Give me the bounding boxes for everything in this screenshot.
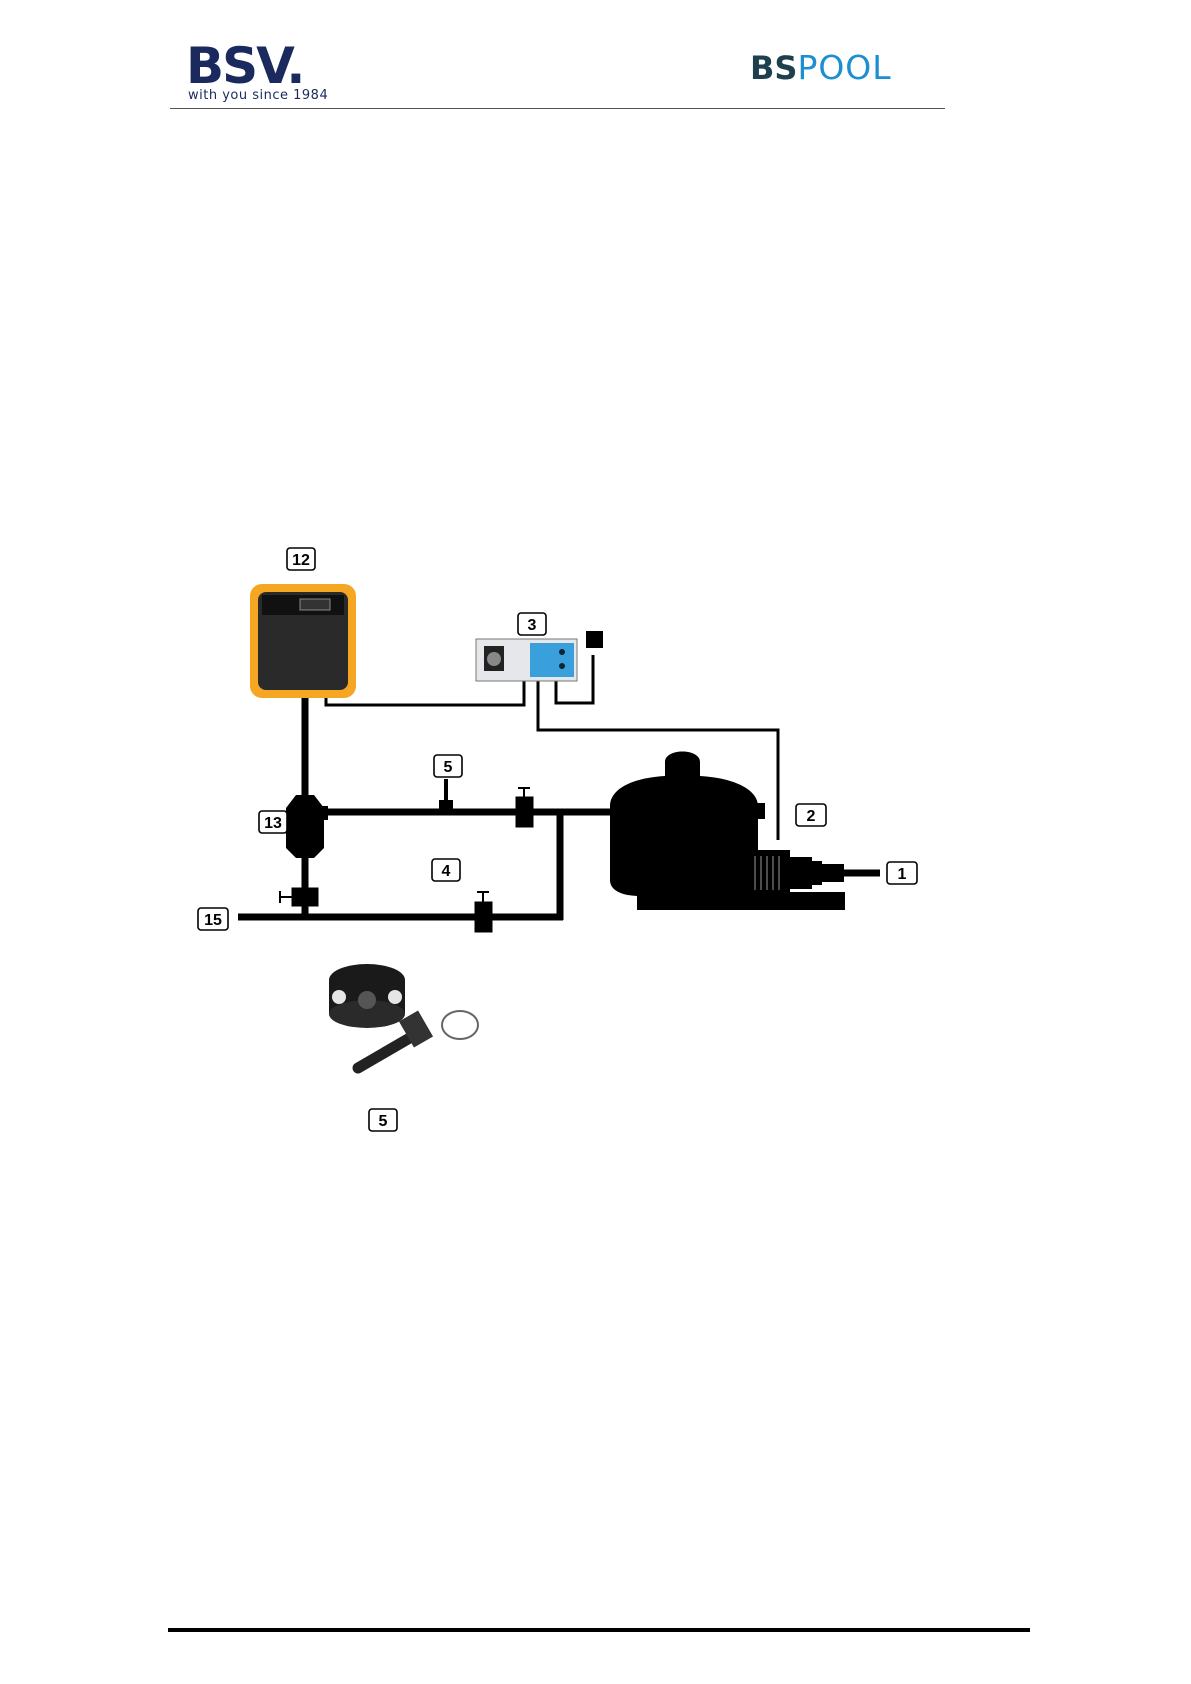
control-panel [476, 639, 577, 681]
callout-5-top-label: 5 [444, 759, 453, 776]
callout-1-label: 1 [898, 866, 907, 883]
callout-4-label: 4 [442, 863, 451, 880]
valve-bypass [475, 902, 492, 932]
callout-13: 13 [259, 811, 287, 833]
sand-filter [610, 752, 758, 897]
valve-inlet [292, 888, 318, 906]
callout-5-top: 5 [434, 755, 462, 777]
footer-divider [168, 1628, 1030, 1632]
callout-3: 3 [518, 613, 546, 635]
filter-and-pump [610, 752, 845, 911]
probe-holder-photo [329, 964, 478, 1068]
callout-1: 1 [887, 862, 917, 884]
callout-4: 4 [432, 859, 460, 881]
callout-5-bottom-label: 5 [379, 1113, 388, 1130]
callout-13-label: 13 [264, 815, 282, 832]
callout-15: 15 [198, 908, 228, 930]
callout-3-label: 3 [528, 617, 537, 634]
callout-12-label: 12 [292, 552, 310, 569]
callout-5-bottom: 5 [369, 1109, 397, 1131]
electrolysis-cell [286, 795, 328, 858]
callout-2: 2 [796, 804, 826, 826]
callout-2-label: 2 [807, 808, 816, 825]
callout-15-label: 15 [204, 912, 222, 929]
power-plug [586, 631, 603, 648]
pump-body [750, 850, 790, 894]
valve-return [516, 797, 533, 827]
callout-12: 12 [287, 548, 315, 570]
probe-holder [439, 779, 453, 809]
filter-base [637, 892, 845, 910]
chlorinator-unit [250, 584, 356, 698]
